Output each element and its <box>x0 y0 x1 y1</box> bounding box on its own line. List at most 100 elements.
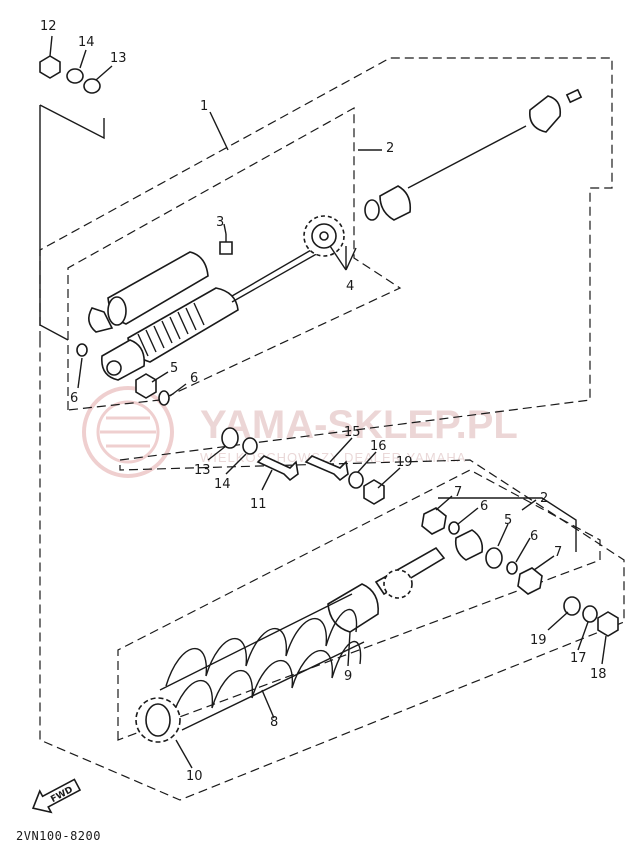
leader-7a <box>435 495 453 511</box>
leader-8 <box>261 689 275 719</box>
pushrod <box>407 125 527 189</box>
lower-linkage-parts <box>421 507 619 637</box>
callout-10: 10 <box>186 769 203 784</box>
callout-1: 1 <box>200 99 208 114</box>
callout-18: 18 <box>590 667 607 682</box>
frame-parts-5-6-7-right <box>438 497 577 552</box>
part-2-upper-components <box>364 88 583 221</box>
leader-10 <box>175 739 193 769</box>
callout-2-lower: 2 <box>540 491 548 506</box>
leader-13a <box>95 65 113 81</box>
callout-13-upper: 13 <box>110 51 127 66</box>
leader-2b <box>521 499 537 511</box>
leader-frames <box>39 104 577 552</box>
callout-5-upper: 5 <box>170 361 178 376</box>
part-19-collar-lower <box>563 596 581 616</box>
part-4-adjuster-rings <box>303 215 345 257</box>
spring-kit-frame <box>117 469 601 741</box>
rod-end-pin <box>565 88 583 104</box>
bushing-small <box>364 199 380 221</box>
shock-absorber-assembly <box>88 245 321 381</box>
callout-labels: 1 2 2 3 4 5 5 6 6 6 6 7 7 8 9 10 11 12 1… <box>40 19 607 784</box>
leader-1 <box>209 111 229 151</box>
part-8-coil-spring <box>165 608 358 687</box>
fasteners <box>39 55 385 505</box>
part-17-washer <box>582 605 598 623</box>
part-14-washer-upper <box>66 68 84 84</box>
leader-17 <box>577 621 589 651</box>
callout-19-upper: 19 <box>396 455 413 470</box>
watermark: YAMA-SKLEP.PL WIELKOSCHOWSZY DEALER YAMA… <box>82 386 518 478</box>
leader-6d <box>515 537 531 563</box>
leader-19a <box>377 467 401 489</box>
leader-14b <box>225 453 247 475</box>
callout-19-lower: 19 <box>530 633 547 648</box>
part-6-ring-left <box>76 343 88 357</box>
part-13-washer-upper <box>83 78 101 94</box>
leader-14a <box>79 49 87 69</box>
callout-9: 9 <box>344 669 352 684</box>
callout-6-left: 6 <box>70 391 78 406</box>
callout-6-center: 6 <box>480 499 488 514</box>
leader-7b <box>533 555 555 571</box>
callout-7-right: 7 <box>554 545 562 560</box>
leader-6c <box>457 507 479 525</box>
frame-12-13-14 <box>39 104 105 341</box>
callout-3: 3 <box>216 215 224 230</box>
leader-11 <box>261 469 273 491</box>
part-8-spring-outline <box>159 593 365 731</box>
leader-3 <box>223 223 227 235</box>
callout-4: 4 <box>346 279 354 294</box>
callout-6-upper: 6 <box>190 371 198 386</box>
callout-5-lower: 5 <box>504 513 512 528</box>
leader-16 <box>357 451 377 473</box>
part-6-ring-upper <box>158 390 170 406</box>
shock-rod <box>231 245 319 297</box>
rod-end-bumper <box>529 95 562 133</box>
part-7-bushing-left <box>421 507 447 535</box>
part-18-nut <box>597 611 619 637</box>
leader-15 <box>329 437 353 463</box>
part-11-bolt-lower <box>256 455 299 482</box>
reservoir-end-cap <box>107 296 127 326</box>
diagram-code: 2VN100-8200 <box>16 829 101 843</box>
part-19-collar-upper <box>363 479 385 505</box>
part-6-ring-center <box>448 521 460 535</box>
bushing-cup <box>379 185 412 221</box>
callout-13-lower: 13 <box>194 463 211 478</box>
part-16-washer <box>348 471 364 489</box>
callout-14-lower: 14 <box>214 477 231 492</box>
shock-lower-eye <box>101 339 146 381</box>
shock-rod-edge <box>231 251 321 303</box>
leader-18 <box>601 635 607 665</box>
part-9-spring-guide <box>327 583 379 633</box>
shock-body-threads <box>137 302 205 357</box>
spring-kit <box>135 546 446 743</box>
callout-17: 17 <box>570 651 587 666</box>
leader-13b <box>207 445 227 461</box>
outer-assembly-frame <box>39 57 625 801</box>
part-14-washer-lower <box>242 437 258 455</box>
fwd-arrow: FWD <box>31 778 82 814</box>
leader-4 <box>329 245 357 271</box>
part-10-adjuster-inner <box>145 703 171 737</box>
part-8-coil-spring-lower <box>171 641 362 719</box>
fwd-arrow-icon <box>31 778 82 814</box>
leader-6a <box>77 357 83 389</box>
callout-6-right: 6 <box>530 529 538 544</box>
part-12-nut <box>39 55 61 79</box>
leader-lines <box>49 35 607 769</box>
part-6-ring-right <box>506 561 518 575</box>
valve-body <box>219 241 233 255</box>
leader-6b <box>169 383 187 397</box>
callout-11: 11 <box>250 497 267 512</box>
lower-eye-hole <box>106 360 122 376</box>
watermark-logo <box>82 386 174 478</box>
leader-5b <box>497 523 509 547</box>
part-3-valve <box>219 234 233 255</box>
leader-9 <box>347 631 351 667</box>
part-5-collar-lower <box>485 547 503 569</box>
part-15-bolt-upper <box>304 455 349 482</box>
